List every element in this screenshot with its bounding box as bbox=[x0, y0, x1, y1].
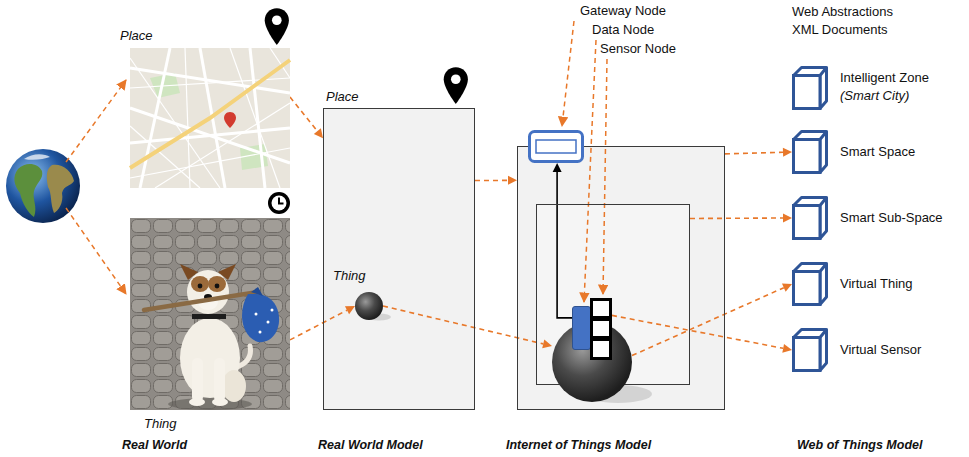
arrow-head bbox=[314, 128, 323, 138]
node-label: Place bbox=[120, 28, 153, 44]
location-pin-icon bbox=[265, 8, 289, 45]
box-fill bbox=[323, 108, 475, 410]
connector-line bbox=[557, 172, 572, 318]
column-title: Internet of Things Model bbox=[506, 437, 651, 453]
location-pin-icon bbox=[444, 67, 468, 104]
arrow-head bbox=[508, 176, 517, 185]
cube-icon bbox=[792, 262, 828, 306]
connector-arrow bbox=[475, 176, 517, 185]
data-node bbox=[572, 306, 591, 350]
thing-sphere: Thing bbox=[355, 292, 383, 320]
connector-arrow bbox=[690, 214, 792, 223]
gateway-node-symbol bbox=[528, 130, 584, 163]
arrow-head bbox=[553, 163, 562, 172]
sensor-node bbox=[590, 298, 612, 360]
connector-line bbox=[290, 97, 317, 131]
sensor-node-symbol bbox=[590, 298, 612, 360]
arrow-head bbox=[782, 284, 792, 292]
column-title: Real World bbox=[122, 437, 187, 453]
cube-icon bbox=[792, 196, 828, 240]
component-label: Gateway Node bbox=[580, 3, 666, 19]
column-title: Real World Model bbox=[318, 437, 423, 453]
connector-arrow bbox=[612, 315, 792, 352]
thing-photo: Thing bbox=[130, 218, 290, 410]
node-label: Virtual Thing bbox=[840, 276, 913, 292]
column-title: Web of Things Model bbox=[797, 437, 922, 453]
map-image: Place bbox=[130, 48, 290, 188]
iot-space-box bbox=[517, 146, 725, 410]
cube-icon bbox=[792, 328, 828, 372]
iot-subspace-box bbox=[536, 204, 690, 385]
connector-arrow bbox=[290, 97, 323, 138]
cube-icon bbox=[792, 130, 828, 174]
thing-sphere bbox=[355, 292, 383, 320]
node-label: Thing bbox=[333, 268, 366, 284]
connector-line bbox=[725, 152, 783, 154]
arrow-head bbox=[542, 340, 552, 349]
box-fill bbox=[517, 146, 725, 410]
connector-line bbox=[612, 315, 783, 348]
node-label: Place bbox=[326, 89, 359, 105]
arrow-head bbox=[345, 306, 355, 314]
connector-line bbox=[690, 217, 783, 219]
component-label: Data Node bbox=[592, 22, 654, 38]
node-label: Virtual Sensor bbox=[840, 342, 921, 358]
dog-photo-illustration bbox=[130, 218, 290, 410]
web-abstraction-cube: Smart Sub-Space bbox=[792, 196, 828, 240]
column-heading: XML Documents bbox=[792, 22, 888, 38]
web-abstraction-cube: Virtual Sensor bbox=[792, 328, 828, 372]
place-box: Place Thing bbox=[323, 108, 475, 410]
node-label: Thing bbox=[144, 416, 177, 432]
component-label: Sensor Node bbox=[600, 41, 676, 57]
connector-arrow bbox=[383, 306, 552, 348]
arrow-head bbox=[782, 344, 792, 353]
node-label: Smart Space bbox=[840, 144, 915, 160]
web-abstraction-cube: Intelligent Zone(Smart City) bbox=[792, 66, 828, 110]
connector-arrow bbox=[632, 284, 792, 356]
connector-line bbox=[383, 306, 543, 344]
arrow-head bbox=[783, 148, 792, 157]
column-heading: Web Abstractions bbox=[792, 4, 893, 20]
node-label: Intelligent Zone bbox=[840, 70, 929, 86]
connector-line bbox=[475, 180, 508, 182]
cube-icon bbox=[792, 66, 828, 110]
connector-arrow bbox=[553, 163, 572, 318]
web-abstraction-cube: Virtual Thing bbox=[792, 262, 828, 306]
map-illustration bbox=[130, 48, 290, 188]
connector-arrow bbox=[725, 148, 792, 157]
clock-icon bbox=[268, 192, 290, 214]
node-label: (Smart City) bbox=[840, 88, 909, 104]
gateway-node bbox=[528, 130, 584, 163]
node-label: Smart Sub-Space bbox=[840, 210, 943, 226]
web-abstraction-cube: Smart Space bbox=[792, 130, 828, 174]
connector-line bbox=[632, 288, 784, 356]
arrow-head bbox=[783, 214, 792, 223]
connector-line bbox=[290, 310, 347, 340]
